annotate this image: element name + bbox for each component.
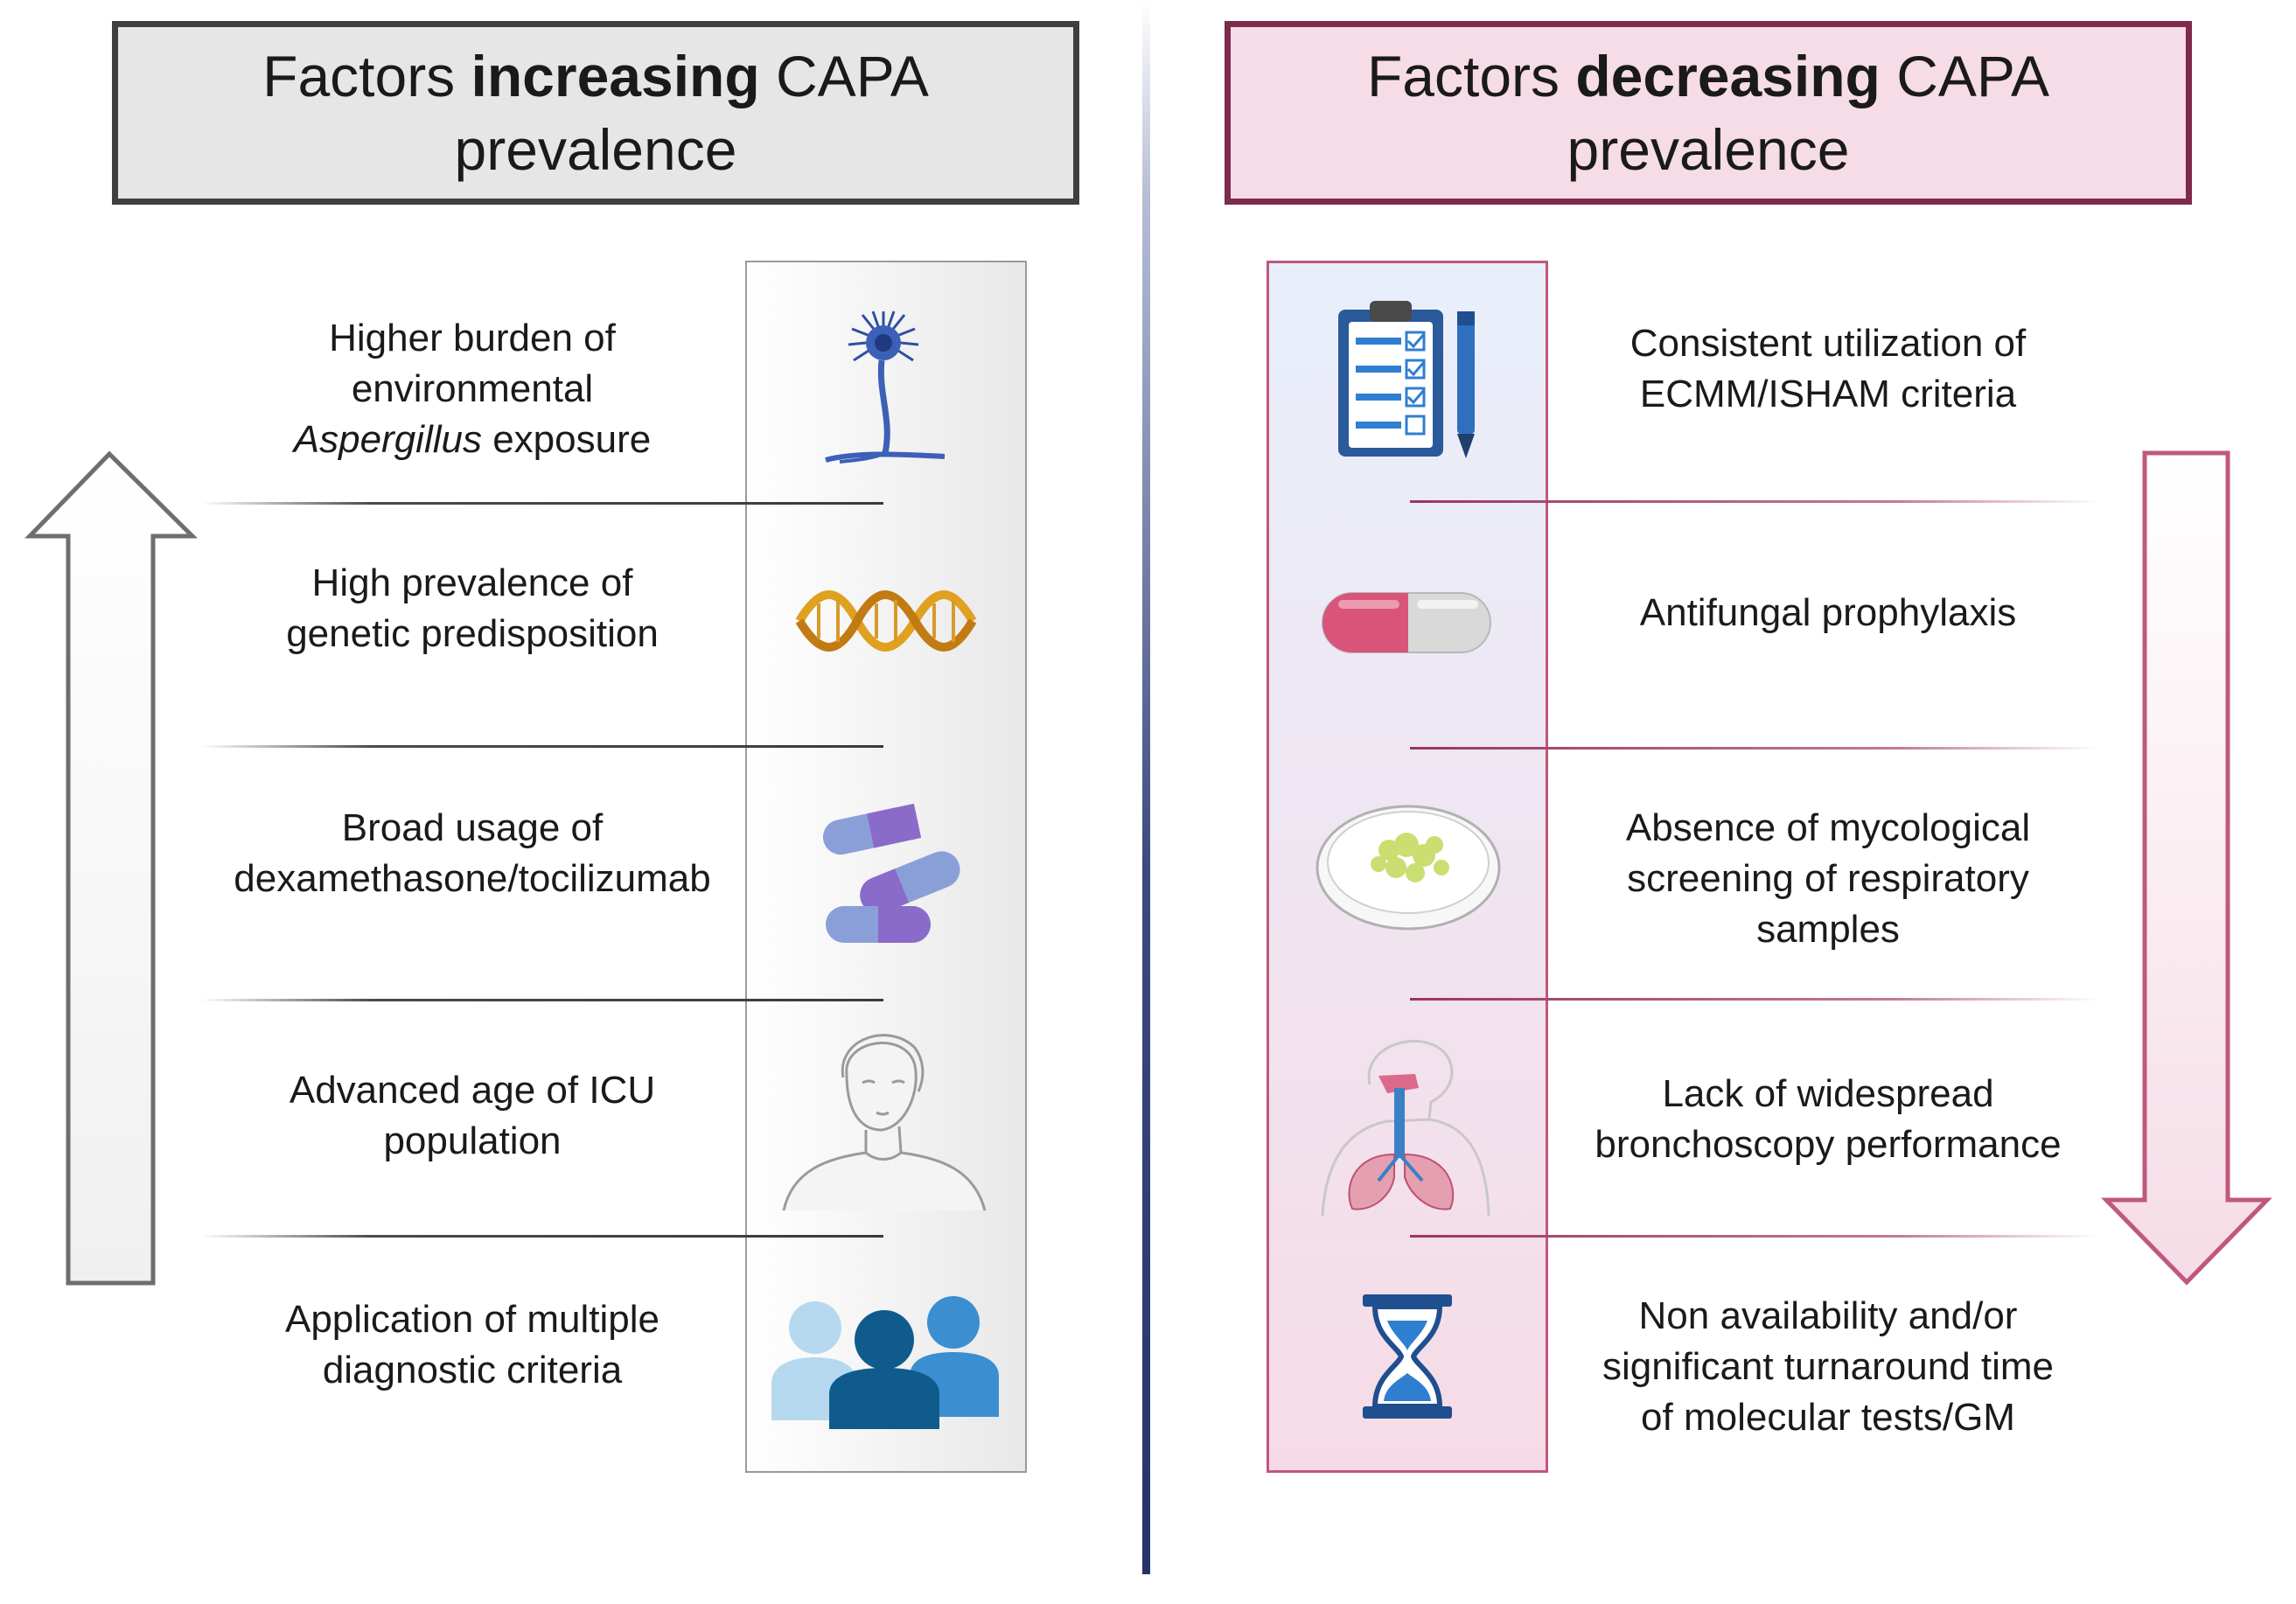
decreasing-factor-bronchoscopy: Lack of widespread bronchoscopy performa… [1539, 1069, 2117, 1170]
respiratory-system-icon [1321, 1040, 1490, 1217]
increasing-factor-environmental: Higher burden of environmental Aspergill… [157, 313, 787, 465]
capsules-icon [822, 803, 960, 943]
decreasing-factor-screening: Absence of mycological screening of resp… [1539, 803, 2117, 955]
factor-text: screening of respiratory [1627, 857, 2029, 900]
factor-text: Consistent utilization of [1630, 322, 2027, 365]
factor-text: dexamethasone/tocilizumab [234, 857, 711, 900]
row-divider [1410, 500, 2101, 503]
decreasing-factor-prophylaxis: Antifungal prophylaxis [1539, 588, 2117, 638]
factor-text: bronchoscopy performance [1595, 1123, 2062, 1166]
increasing-icons-column [745, 261, 1027, 1473]
increasing-header-line2: prevalence [454, 117, 737, 182]
row-divider [1410, 998, 2101, 1001]
factor-text: genetic predisposition [286, 612, 659, 655]
factor-text: Absence of mycological [1625, 806, 2031, 849]
pill-icon [1322, 592, 1491, 653]
people-group-icon [771, 1296, 999, 1429]
decreasing-header-line1: Factors decreasing CAPA [1367, 39, 2049, 113]
factor-text: diagnostic criteria [322, 1349, 623, 1391]
elderly-person-icon [782, 1034, 987, 1211]
up-arrow-icon [24, 450, 199, 1286]
row-divider [1410, 1235, 2101, 1238]
row-divider [201, 502, 883, 505]
decreasing-header-line2: prevalence [1567, 117, 1850, 182]
row-divider [201, 999, 883, 1001]
organism-name: Aspergillus [293, 418, 482, 461]
factor-text: significant turnaround time [1602, 1345, 2055, 1388]
header-emphasis: decreasing [1575, 44, 1881, 108]
increasing-factor-age: Advanced age of ICU population [157, 1065, 787, 1167]
row-divider [1410, 747, 2101, 750]
row-divider [201, 1235, 883, 1238]
hourglass-icon [1363, 1294, 1452, 1419]
header-suffix: CAPA [759, 44, 929, 108]
factor-text: exposure [481, 418, 652, 461]
decreasing-factor-criteria: Consistent utilization of ECMM/ISHAM cri… [1539, 318, 2117, 420]
factor-text: Application of multiple [284, 1298, 659, 1341]
factor-text: Non availability and/or [1638, 1294, 2018, 1337]
factor-text: ECMM/ISHAM criteria [1639, 373, 2017, 415]
clipboard-checklist-icon [1338, 301, 1475, 458]
factor-text: Aspergillus exposure [157, 415, 787, 465]
increasing-factor-diagnostic-criteria: Application of multiple diagnostic crite… [157, 1294, 787, 1396]
decreasing-factors-header: Factors decreasing CAPA prevalence [1225, 21, 2192, 205]
factor-text: of molecular tests/GM [1641, 1396, 2015, 1439]
header-suffix: CAPA [1880, 44, 2050, 108]
factor-text: samples [1756, 908, 1900, 951]
down-arrow-icon [2101, 450, 2272, 1286]
dna-icon [795, 590, 977, 652]
increasing-factor-dexamethasone: Broad usage of dexamethasone/tocilizumab [157, 803, 787, 904]
factor-text: Broad usage of [341, 806, 604, 849]
center-divider [1142, 0, 1150, 1574]
increasing-header-line1: Factors increasing CAPA [262, 39, 929, 113]
factor-text: Lack of widespread [1662, 1072, 1994, 1115]
factor-text: Antifungal prophylaxis [1639, 591, 2017, 634]
increasing-factor-genetic: High prevalence of genetic predispositio… [157, 558, 787, 659]
factor-text: High prevalence of [311, 561, 633, 604]
header-prefix: Factors [262, 44, 471, 108]
factor-text: Advanced age of ICU [289, 1069, 656, 1112]
header-prefix: Factors [1366, 44, 1576, 108]
factor-text: population [383, 1119, 562, 1162]
petri-dish-icon [1315, 805, 1501, 931]
factor-text: environmental [351, 367, 594, 410]
row-divider [201, 745, 883, 748]
header-emphasis: increasing [471, 44, 760, 108]
aspergillus-icon [825, 310, 946, 464]
factor-text: Higher burden of [329, 317, 616, 359]
decreasing-factor-molecular-tests: Non availability and/or significant turn… [1539, 1291, 2117, 1443]
increasing-factors-header: Factors increasing CAPA prevalence [112, 21, 1079, 205]
